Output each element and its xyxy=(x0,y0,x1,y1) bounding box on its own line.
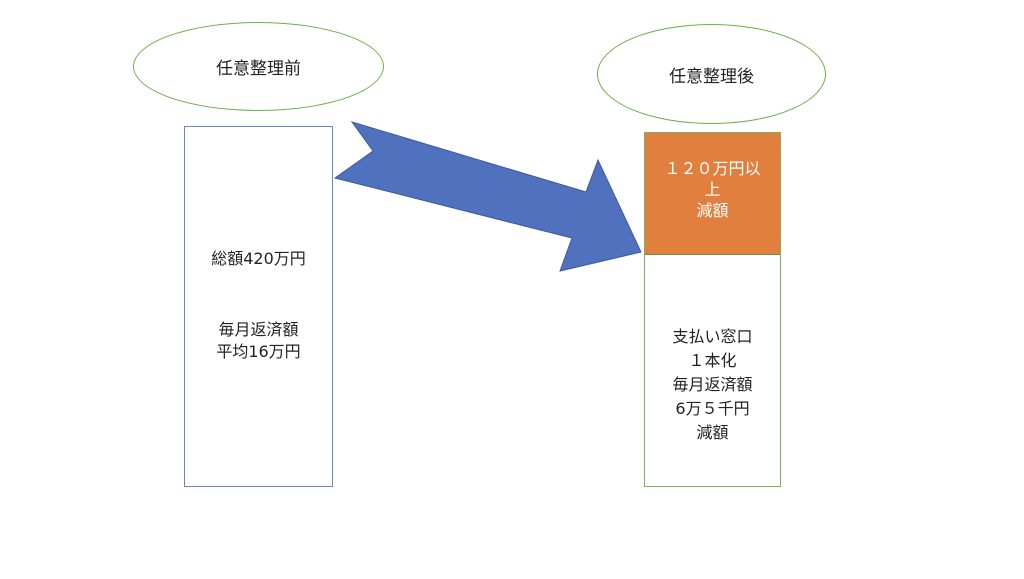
before-title: 任意整理前 xyxy=(216,59,301,79)
reduction-label: 減額 xyxy=(696,201,729,220)
after-detail-line: １本化 xyxy=(688,351,737,370)
after-detail-line: 6万５千円 xyxy=(675,399,750,418)
after-detail-line: 毎月返済額 xyxy=(672,375,753,394)
before-total: 総額420万円 xyxy=(211,249,306,268)
after-detail-line: 支払い窓口 xyxy=(672,327,753,346)
after-title-ellipse: 任意整理後 xyxy=(597,24,826,124)
before-box: 総額420万円 毎月返済額 平均16万円 xyxy=(184,126,333,487)
before-total-text: 総額420万円 xyxy=(185,248,332,270)
before-monthly-text: 毎月返済額 平均16万円 xyxy=(185,319,332,363)
after-detail-line: 減額 xyxy=(696,423,729,442)
after-title: 任意整理後 xyxy=(669,66,754,87)
reduction-box: １２０万円以 上 減額 xyxy=(645,133,780,255)
before-monthly-label: 毎月返済額 xyxy=(218,320,299,339)
before-monthly-amount: 平均16万円 xyxy=(216,342,301,361)
arrow-shape xyxy=(333,121,642,272)
after-details: 支払い窓口 １本化 毎月返済額 6万５千円 減額 xyxy=(645,325,780,445)
reduction-amount-cont: 上 xyxy=(704,180,721,199)
before-title-ellipse: 任意整理前 xyxy=(133,22,384,111)
after-box: １２０万円以 上 減額 支払い窓口 １本化 毎月返済額 6万５千円 減額 xyxy=(644,132,781,487)
reduction-amount: １２０万円以 xyxy=(664,159,761,178)
